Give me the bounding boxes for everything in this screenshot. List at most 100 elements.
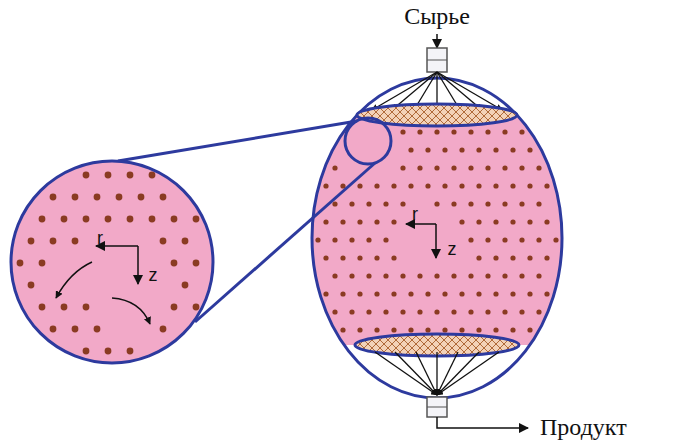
catalyst-particle (138, 194, 145, 201)
catalyst-particle (332, 201, 337, 206)
catalyst-particle (476, 255, 481, 260)
catalyst-particle (332, 165, 337, 170)
flow-arrow (416, 352, 437, 395)
catalyst-particle (182, 238, 189, 245)
catalyst-particle (94, 326, 101, 333)
catalyst-particle (391, 219, 396, 224)
catalyst-particle (374, 183, 379, 188)
catalyst-particle (536, 201, 541, 206)
catalyst-particle (340, 327, 345, 332)
flow-arrow (395, 352, 437, 395)
catalyst-particle (171, 216, 178, 223)
catalyst-particle (391, 255, 396, 260)
catalyst-particle (468, 165, 473, 170)
catalyst-particle (519, 201, 524, 206)
catalyst-particle (408, 147, 413, 152)
catalyst-particle (332, 237, 337, 242)
catalyst-particle (171, 260, 178, 267)
catalyst-particle (451, 165, 456, 170)
catalyst-particle (510, 183, 515, 188)
catalyst-particle (357, 327, 362, 332)
catalyst-particle (502, 129, 507, 134)
catalyst-particle (527, 255, 532, 260)
catalyst-particle (323, 291, 328, 296)
catalyst-particle (160, 238, 167, 245)
catalyst-particle (182, 282, 189, 289)
catalyst-particle (340, 255, 345, 260)
catalyst-particle (332, 309, 337, 314)
catalyst-particle (332, 273, 337, 278)
product-label: Продукт (540, 415, 627, 439)
catalyst-particle (171, 304, 178, 311)
catalyst-particle (193, 216, 200, 223)
catalyst-particle (28, 238, 35, 245)
catalyst-particle (349, 309, 354, 314)
axis-label: r (97, 229, 103, 247)
catalyst-particle (400, 273, 405, 278)
catalyst-particle (493, 255, 498, 260)
reactor-sphere (312, 78, 562, 398)
catalyst-particle (315, 237, 320, 242)
catalyst-particle (527, 291, 532, 296)
catalyst-particle (160, 194, 167, 201)
catalyst-particle (485, 201, 490, 206)
catalyst-particle (493, 219, 498, 224)
catalyst-particle (366, 273, 371, 278)
catalyst-particle (476, 291, 481, 296)
catalyst-particle (527, 219, 532, 224)
catalyst-particle (485, 309, 490, 314)
catalyst-particle (527, 147, 532, 152)
catalyst-particle (544, 183, 549, 188)
catalyst-particle (510, 291, 515, 296)
catalyst-particle (519, 129, 524, 134)
catalyst-particle (72, 238, 79, 245)
catalyst-particle (434, 309, 439, 314)
catalyst-particle (544, 255, 549, 260)
catalyst-particle (127, 216, 134, 223)
catalyst-particle (149, 216, 156, 223)
catalyst-particle (468, 129, 473, 134)
catalyst-particle (527, 183, 532, 188)
catalyst-particle (149, 172, 156, 179)
catalyst-particle (357, 219, 362, 224)
flow-arrow (375, 352, 437, 395)
catalyst-particle (476, 147, 481, 152)
catalyst-particle (510, 255, 515, 260)
r-axis (406, 223, 436, 225)
zoom-circle (11, 161, 213, 363)
catalyst-particle (459, 147, 464, 152)
catalyst-particle (383, 273, 388, 278)
catalyst-particle (544, 219, 549, 224)
catalyst-particle (408, 291, 413, 296)
inlet-nozzle (427, 48, 447, 72)
catalyst-particle (193, 304, 200, 311)
catalyst-particle (323, 219, 328, 224)
catalyst-particle (50, 326, 57, 333)
catalyst-particle (519, 273, 524, 278)
catalyst-particle (105, 216, 112, 223)
catalyst-particle (72, 326, 79, 333)
catalyst-particle (417, 129, 422, 134)
catalyst-particle (61, 216, 68, 223)
catalyst-particle (374, 327, 379, 332)
catalyst-particle (476, 219, 481, 224)
catalyst-particle (468, 237, 473, 242)
catalyst-particle (442, 147, 447, 152)
catalyst-particle (17, 260, 24, 267)
catalyst-particle (193, 260, 200, 267)
catalyst-particle (374, 219, 379, 224)
catalyst-particle (459, 327, 464, 332)
catalyst-particle (536, 237, 541, 242)
outlet-nozzle (427, 397, 447, 417)
axis-label: z (149, 266, 158, 284)
catalyst-particle (374, 255, 379, 260)
catalyst-particle (417, 309, 422, 314)
catalyst-particle (72, 194, 79, 201)
catalyst-particle (442, 327, 447, 332)
catalyst-particle (510, 219, 515, 224)
catalyst-particle (400, 201, 405, 206)
catalyst-particle (83, 172, 90, 179)
catalyst-particle (391, 327, 396, 332)
catalyst-particle (116, 194, 123, 201)
